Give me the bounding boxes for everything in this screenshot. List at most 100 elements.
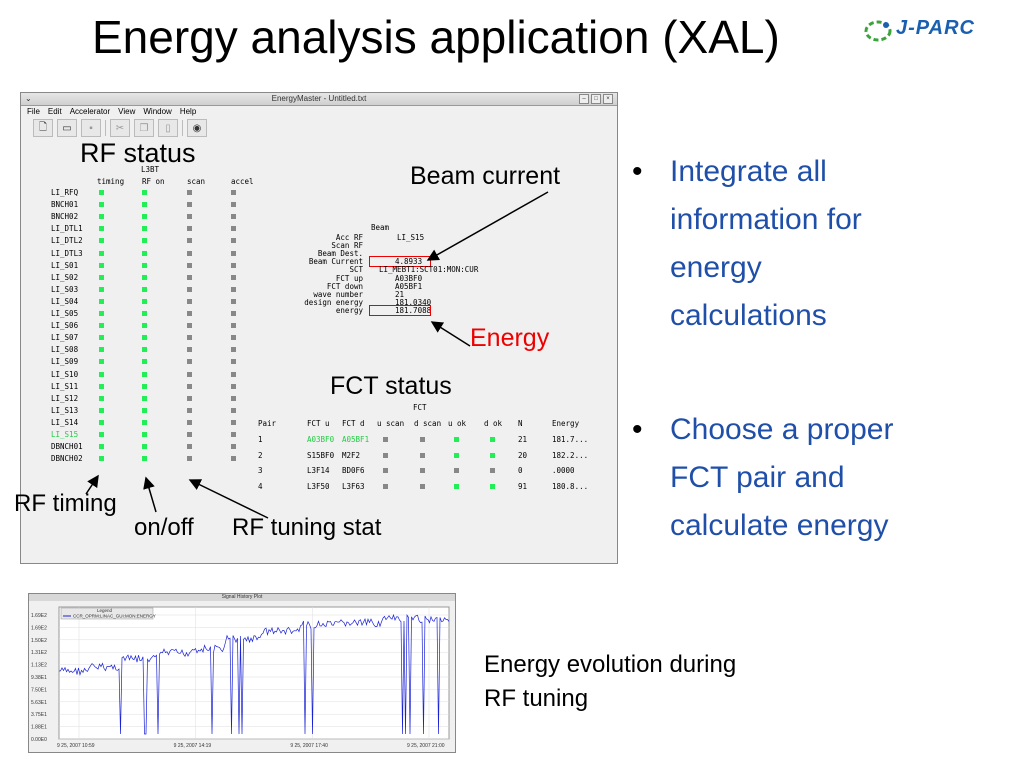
- rf-status-indicator-accel: [231, 250, 236, 256]
- rf-row-label: LI_S14: [51, 417, 79, 427]
- rf-row-label: LI_DTL3: [51, 248, 83, 258]
- save-icon[interactable]: ▪: [81, 119, 101, 137]
- rf-status-indicator-timing: [99, 444, 104, 450]
- beam-field-label: energy: [335, 305, 363, 315]
- beam-field-value: LI_S15: [397, 233, 425, 242]
- y-tick-label: 1.88E1: [31, 725, 47, 731]
- rf-status-indicator-timing: [99, 371, 104, 377]
- fct-status-indicator-ds: [420, 452, 425, 458]
- fct-status-indicator-us: [383, 437, 388, 442]
- rf-status-indicator-rfon: [142, 383, 147, 389]
- y-tick-label: 1.50E2: [31, 638, 47, 644]
- x-tick-label: 9 25, 2007 14:19: [174, 743, 212, 749]
- rf-status-indicator-timing: [99, 323, 104, 329]
- rf-status-indicator-accel: [231, 419, 236, 425]
- rf-status-indicator-accel: [231, 311, 236, 316]
- legend-entry: CCR_OPRM:LINAC_GUI:MON:ENERGY: [73, 614, 156, 619]
- rf-status-indicator-timing: [99, 383, 104, 389]
- new-document-icon[interactable]: 🗋: [33, 119, 53, 137]
- plot-area: [58, 606, 450, 740]
- beam-field-label: FCT down: [326, 281, 363, 291]
- y-tick-label: 5.63E1: [31, 700, 47, 706]
- beam-field-label: Scan RF: [331, 241, 363, 251]
- rf-status-indicator-accel: [231, 407, 236, 413]
- y-tick-label: 1.31E2: [31, 650, 47, 656]
- rf-row-label: BNCH02: [51, 212, 79, 222]
- fct-cell-d: L3F63: [342, 481, 365, 491]
- beam-header: Beam: [371, 223, 390, 232]
- rf-status-indicator-accel: [231, 262, 236, 268]
- beam-field-value: 21: [395, 289, 405, 299]
- copy-icon[interactable]: ❐: [134, 119, 154, 137]
- maximize-icon[interactable]: □: [591, 94, 601, 104]
- fct-status-indicator-uok: [454, 468, 459, 473]
- legend-title: Legend: [97, 608, 113, 613]
- rf-status-indicator-timing: [99, 456, 104, 462]
- annotation-rf-tuning-stat: RF tuning stat: [232, 514, 382, 541]
- plot-caption-line-1: Energy evolution during: [484, 651, 737, 678]
- beam-field-label: Beam Current: [308, 257, 363, 267]
- rf-status-indicator-scan: [187, 214, 192, 220]
- y-tick-label: 1.13E2: [31, 663, 47, 669]
- menu-accelerator[interactable]: Accelerator: [69, 107, 111, 116]
- y-tick-label: 9.38E1: [31, 675, 47, 681]
- energy-history-chart: 1.69E21.69E21.50E21.31E21.13E29.38E17.50…: [31, 606, 450, 749]
- rf-row-label: LI_S07: [51, 333, 79, 343]
- rf-status-indicator-scan: [187, 335, 192, 341]
- y-tick-label: 7.50E1: [31, 687, 47, 693]
- paste-icon[interactable]: ▯: [158, 119, 178, 137]
- open-folder-icon[interactable]: ▭: [57, 119, 77, 137]
- menu-edit[interactable]: Edit: [47, 107, 62, 116]
- rf-status-indicator-scan: [187, 419, 192, 425]
- cut-icon[interactable]: ✂: [110, 119, 130, 137]
- bullet-line: Choose a proper: [670, 413, 894, 446]
- close-icon[interactable]: ×: [603, 94, 613, 104]
- menu-help[interactable]: Help: [179, 107, 197, 116]
- rf-status-indicator-rfon: [142, 347, 147, 353]
- window-titlebar[interactable]: ⌄ EnergyMaster - Untitled.txt – □ ×: [21, 93, 617, 106]
- fct-cell-n: 20: [518, 450, 528, 460]
- minimize-icon[interactable]: –: [579, 94, 589, 104]
- window-title: EnergyMaster - Untitled.txt: [271, 94, 367, 103]
- beam-field-value: A03BF0: [395, 273, 423, 283]
- rf-status-indicator-accel: [231, 395, 236, 401]
- rf-row-label: LI_S04: [51, 296, 79, 306]
- rf-header-rf-on: RF on: [142, 177, 165, 186]
- rf-status-indicator-rfon: [142, 419, 147, 425]
- rf-status-indicator-timing: [99, 347, 104, 353]
- rf-status-indicator-rfon: [142, 238, 147, 244]
- annotation-energy: Energy: [470, 324, 550, 352]
- rf-status-indicator-scan: [187, 298, 192, 304]
- rf-status-indicator-scan: [187, 274, 192, 280]
- rf-status-indicator-scan: [187, 238, 192, 244]
- rf-status-indicator-rfon: [142, 359, 147, 365]
- rf-status-indicator-rfon: [142, 323, 147, 329]
- rf-status-indicator-timing: [99, 395, 104, 401]
- beam-field-value: LI_MEBT1:SCT01:MON:CUR: [379, 265, 479, 275]
- slide-title: Energy analysis application (XAL): [92, 11, 780, 63]
- rf-status-indicator-accel: [231, 298, 236, 304]
- menu-file[interactable]: File: [27, 107, 40, 116]
- rf-status-indicator-accel: [231, 456, 236, 462]
- annotation-rf-timing: RF timing: [14, 490, 117, 517]
- beam-field-value: 4.8933: [395, 257, 423, 267]
- fct-status-indicator-dok: [490, 483, 495, 489]
- rf-status-indicator-scan: [187, 323, 192, 329]
- rf-status-indicator-scan: [187, 311, 192, 316]
- window-menu-icon[interactable]: ⌄: [25, 94, 32, 103]
- menu-window[interactable]: Window: [143, 107, 172, 116]
- rf-status-indicator-rfon: [142, 262, 147, 268]
- rf-row-label: LI_S03: [51, 284, 79, 294]
- menu-view[interactable]: View: [118, 107, 136, 116]
- rf-status-indicator-timing: [99, 202, 104, 208]
- rf-status-indicator-rfon: [142, 311, 147, 316]
- fct-column-header: Energy: [552, 419, 580, 428]
- rf-status-indicator-timing: [99, 274, 104, 280]
- beam-field-value: 181.0340: [395, 297, 432, 307]
- rf-status-indicator-rfon: [142, 371, 147, 377]
- rf-row-label: LI_S08: [51, 345, 79, 355]
- rf-row-label: LI_S12: [51, 393, 79, 403]
- rf-status-indicator-timing: [99, 407, 104, 413]
- fct-cell-pair: 4: [258, 481, 263, 491]
- camera-icon[interactable]: ◉: [187, 119, 207, 137]
